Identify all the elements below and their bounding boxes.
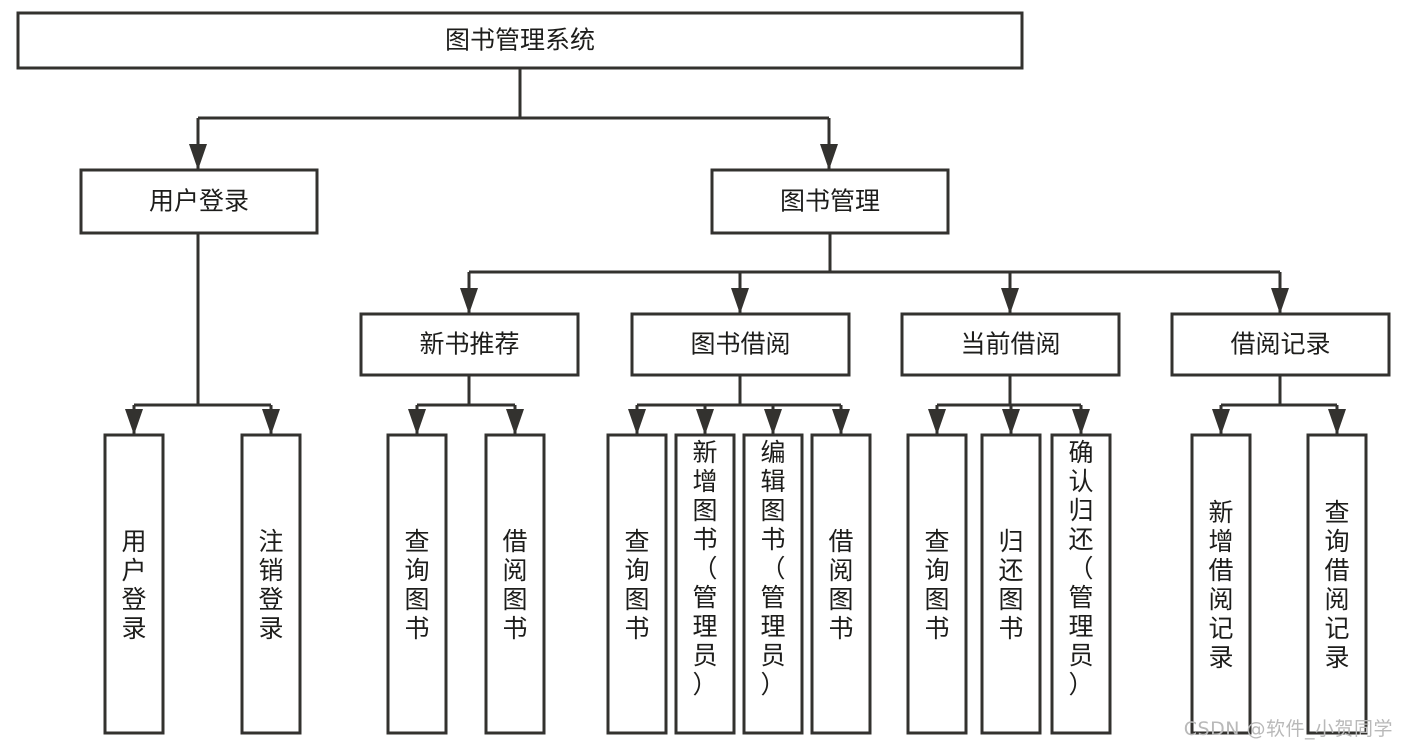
arrow-head-icon — [628, 409, 646, 435]
node-book-borrow-rect[interactable] — [630, 312, 851, 377]
node-borrow-record[interactable]: 借阅记录 — [1170, 312, 1391, 377]
node-root-system[interactable]: 图书管理系统 — [16, 11, 1024, 70]
node-leaf-add-book-rect[interactable] — [674, 433, 736, 735]
node-root-system-label: 图书管理系统 — [445, 26, 595, 55]
node-current-borrow-rect[interactable] — [900, 312, 1121, 377]
node-leaf-return-book[interactable]: 归还图书 — [980, 433, 1042, 735]
node-book-manage-label: 图书管理 — [780, 187, 880, 216]
arrow-head-icon — [832, 409, 850, 435]
node-leaf-confirm-return-rect[interactable] — [1050, 433, 1112, 735]
node-leaf-add-record-label: 新增借阅记录 — [1208, 498, 1233, 672]
node-leaf-query-book-3[interactable]: 查询图书 — [906, 433, 968, 735]
node-book-manage[interactable]: 图书管理 — [710, 168, 950, 235]
arrow-head-icon — [189, 144, 207, 170]
node-leaf-query-book-3-rect[interactable] — [906, 433, 968, 735]
node-leaf-logout-rect[interactable] — [240, 433, 302, 735]
node-root-system-rect[interactable] — [16, 11, 1024, 70]
arrow-head-icon — [696, 409, 714, 435]
node-leaf-query-record-rect[interactable] — [1306, 433, 1368, 735]
node-leaf-confirm-return[interactable]: 确认归还（管理员） — [1050, 433, 1112, 735]
node-borrow-record-rect[interactable] — [1170, 312, 1391, 377]
arrow-head-icon — [764, 409, 782, 435]
arrow-head-icon — [928, 409, 946, 435]
arrow-head-icon — [1072, 409, 1090, 435]
node-new-book-recommend[interactable]: 新书推荐 — [359, 312, 580, 377]
node-current-borrow[interactable]: 当前借阅 — [900, 312, 1121, 377]
node-leaf-logout-label: 注销登录 — [258, 527, 283, 643]
arrow-head-icon — [506, 409, 524, 435]
node-leaf-edit-book-rect[interactable] — [742, 433, 804, 735]
arrow-head-icon — [262, 409, 280, 435]
node-user-login[interactable]: 用户登录 — [79, 168, 319, 235]
node-new-book-recommend-rect[interactable] — [359, 312, 580, 377]
arrow-head-icon — [820, 144, 838, 170]
arrow-head-icon — [125, 409, 143, 435]
node-leaf-query-book-2-label: 查询图书 — [624, 527, 649, 643]
node-leaf-query-book-1[interactable]: 查询图书 — [386, 433, 448, 735]
node-leaf-add-book-label: 新增图书（管理员） — [692, 438, 717, 699]
node-leaf-user-login[interactable]: 用户登录 — [103, 433, 165, 735]
node-leaf-query-book-2[interactable]: 查询图书 — [606, 433, 668, 735]
node-leaf-add-book[interactable]: 新增图书（管理员） — [674, 433, 736, 735]
node-leaf-borrow-book-2-label: 借阅图书 — [828, 527, 853, 643]
node-current-borrow-label: 当前借阅 — [960, 330, 1060, 359]
node-leaf-borrow-book-1-label: 借阅图书 — [502, 527, 527, 643]
node-leaf-query-record-label: 查询借阅记录 — [1324, 498, 1349, 672]
node-user-login-rect[interactable] — [79, 168, 319, 235]
node-leaf-query-book-2-rect[interactable] — [606, 433, 668, 735]
node-leaf-return-book-rect[interactable] — [980, 433, 1042, 735]
node-layer: 图书管理系统用户登录图书管理新书推荐图书借阅当前借阅借阅记录用户登录注销登录查询… — [16, 11, 1391, 735]
node-leaf-add-record[interactable]: 新增借阅记录 — [1190, 433, 1252, 735]
arrow-head-icon — [460, 288, 478, 314]
node-book-manage-rect[interactable] — [710, 168, 950, 235]
node-leaf-query-record[interactable]: 查询借阅记录 — [1306, 433, 1368, 735]
node-leaf-query-book-3-label: 查询图书 — [924, 527, 949, 643]
node-user-login-label: 用户登录 — [149, 187, 249, 216]
node-book-borrow-label: 图书借阅 — [690, 330, 790, 359]
connector-layer — [125, 68, 1346, 435]
node-leaf-borrow-book-1-rect[interactable] — [484, 433, 546, 735]
node-leaf-add-record-rect[interactable] — [1190, 433, 1252, 735]
node-leaf-query-book-1-rect[interactable] — [386, 433, 448, 735]
arrow-head-icon — [1212, 409, 1230, 435]
arrow-head-icon — [1271, 288, 1289, 314]
node-new-book-recommend-label: 新书推荐 — [419, 330, 519, 359]
node-leaf-return-book-label: 归还图书 — [998, 527, 1023, 643]
node-leaf-borrow-book-2-rect[interactable] — [810, 433, 872, 735]
node-leaf-edit-book[interactable]: 编辑图书（管理员） — [742, 433, 804, 735]
node-leaf-edit-book-label: 编辑图书（管理员） — [760, 438, 785, 699]
node-leaf-user-login-rect[interactable] — [103, 433, 165, 735]
node-leaf-logout[interactable]: 注销登录 — [240, 433, 302, 735]
node-leaf-borrow-book-2[interactable]: 借阅图书 — [810, 433, 872, 735]
arrow-head-icon — [1002, 409, 1020, 435]
node-leaf-confirm-return-label: 确认归还（管理员） — [1068, 438, 1093, 699]
arrow-head-icon — [1001, 288, 1019, 314]
node-borrow-record-label: 借阅记录 — [1230, 330, 1330, 359]
arrow-head-icon — [1328, 409, 1346, 435]
arrow-head-icon — [408, 409, 426, 435]
node-leaf-query-book-1-label: 查询图书 — [404, 527, 429, 643]
node-leaf-user-login-label: 用户登录 — [121, 527, 146, 643]
node-book-borrow[interactable]: 图书借阅 — [630, 312, 851, 377]
node-leaf-borrow-book-1[interactable]: 借阅图书 — [484, 433, 546, 735]
arrow-head-icon — [731, 288, 749, 314]
